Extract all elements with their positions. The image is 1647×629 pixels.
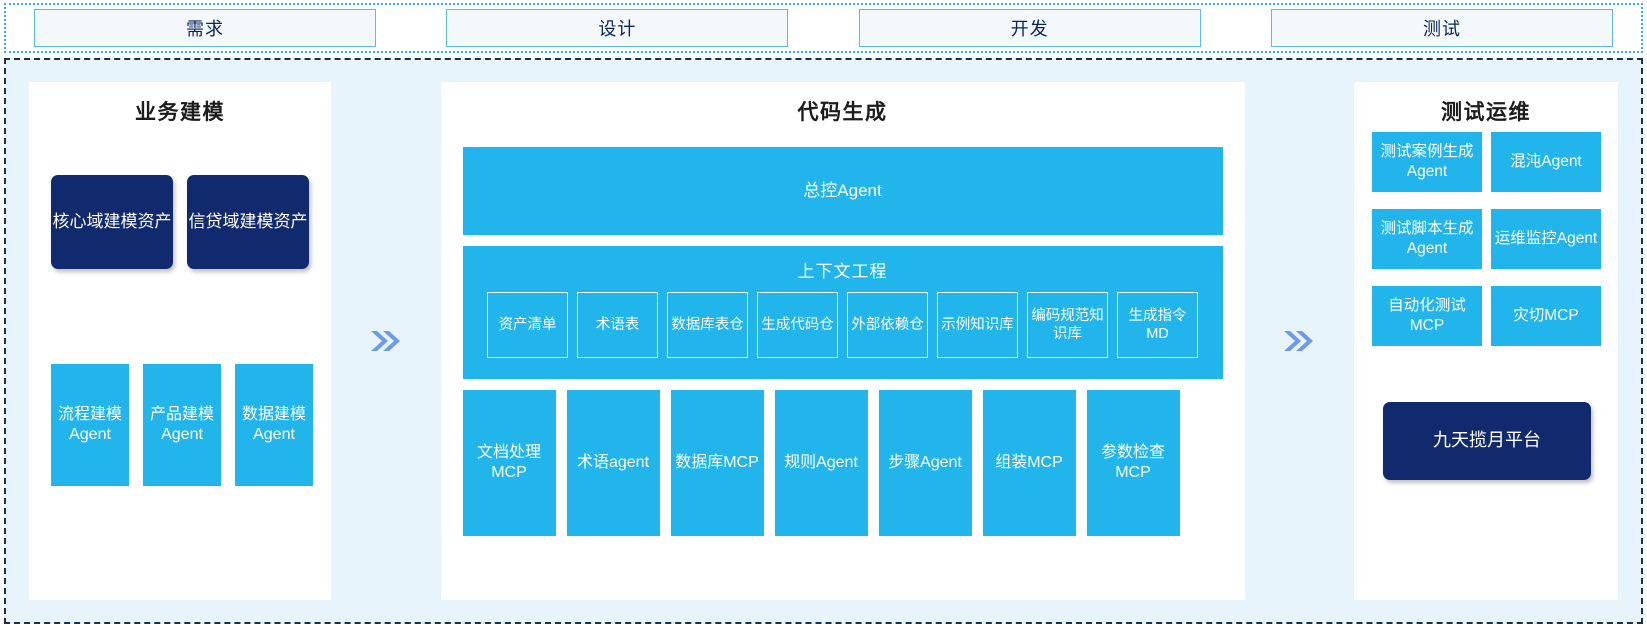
tile-label: 规则Agent [784,453,858,471]
phase-strip: 需求 设计 开发 测试 [4,3,1643,53]
tile-label: 混沌Agent [1510,153,1582,171]
tile-label: 数据建模Agent [241,405,306,443]
business-modeling-agent-row: 流程建模Agent 产品建模Agent 数据建模Agent [51,364,313,486]
tile-label: 自动化测试MCP [1388,297,1466,334]
ctx-external-dependency-repo[interactable]: 外部依赖仓 [847,292,928,358]
agent-process-modeling[interactable]: 流程建模Agent [51,364,129,486]
testops-chaos-agent[interactable]: 混沌Agent [1491,132,1601,192]
tile-label: 文档处理MCP [476,443,541,481]
ctx-glossary[interactable]: 术语表 [577,292,658,358]
testops-automated-test-mcp[interactable]: 自动化测试MCP [1372,286,1482,346]
panel-title-business-modeling: 业务建模 [135,101,225,124]
architecture-canvas: 业务建模 核心域建模资产 信贷域建模资产 流程建模Agent 产品建模Agent… [4,58,1643,624]
tile-label: 灾切MCP [1513,307,1579,325]
tile-label: 产品建模Agent [149,405,214,443]
tile-label: 信贷域建模资产 [188,211,308,231]
agent-product-modeling[interactable]: 产品建模Agent [143,364,221,486]
tool-document-processing-mcp[interactable]: 文档处理MCP [462,390,556,536]
business-asset-row: 核心域建模资产 信贷域建模资产 [51,175,309,269]
tile-label: 步骤Agent [888,453,962,471]
panel-title-code-generation: 代码生成 [797,101,888,124]
phase-label: 设计 [598,19,637,39]
tile-label: 编码规范知识库 [1031,307,1104,342]
tool-step-agent[interactable]: 步骤Agent [878,390,972,536]
phase-box-requirements[interactable]: 需求 [34,9,376,47]
tile-label: 数据库MCP [675,453,759,471]
testops-disaster-switch-mcp[interactable]: 灾切MCP [1491,286,1601,346]
context-engineering-items: 资产清单 术语表 数据库表仓 生成代码仓 外部依赖仓 示例知识库 [487,292,1198,358]
double-chevron-right-icon [370,331,400,351]
test-ops-grid: 测试案例生成Agent 混沌Agent 测试脚本生成Agent 运维监控Agen… [1372,132,1601,346]
tool-database-mcp[interactable]: 数据库MCP [670,390,764,536]
panel-test-operations: 测试运维 测试案例生成Agent 混沌Agent 测试脚本生成Agent 运维监… [1354,82,1618,600]
double-chevron-right-icon [1284,331,1314,351]
tile-label: 测试案例生成Agent [1380,143,1474,180]
code-generation-tool-row: 文档处理MCP 术语agent 数据库MCP 规则Agent 步骤Agent 组… [462,390,1180,536]
tile-label: 术语表 [595,316,640,333]
phase-label: 测试 [1422,19,1461,39]
panel-title-test-operations: 测试运维 [1441,101,1531,124]
phase-box-testing[interactable]: 测试 [1270,9,1613,47]
asset-credit-domain[interactable]: 信贷域建模资产 [187,175,309,269]
phase-box-design[interactable]: 设计 [446,9,789,47]
flow-arrow-right [1245,60,1355,622]
ctx-example-knowledge-base[interactable]: 示例知识库 [937,292,1018,358]
testops-test-script-generation-agent[interactable]: 测试脚本生成Agent [1372,209,1482,269]
context-engineering-block: 上下文工程 资产清单 术语表 数据库表仓 生成代码仓 外部依赖仓 示 [462,246,1223,379]
tool-assembly-mcp[interactable]: 组装MCP [982,390,1076,536]
tile-label: 生成代码仓 [761,316,834,333]
phase-label: 开发 [1010,19,1049,39]
tile-label: 生成指令MD [1128,307,1187,342]
tile-label: 流程建模Agent [57,405,122,443]
tile-label: 总控Agent [803,181,882,201]
tool-rule-agent[interactable]: 规则Agent [774,390,868,536]
tool-parameter-check-mcp[interactable]: 参数检查MCP [1086,390,1180,536]
phase-label: 需求 [186,19,224,39]
ctx-generated-code-repo[interactable]: 生成代码仓 [757,292,838,358]
asset-core-domain[interactable]: 核心域建模资产 [51,175,173,269]
tile-label: 测试脚本生成Agent [1380,220,1474,257]
tile-label: 核心域建模资产 [52,211,172,231]
ctx-asset-inventory[interactable]: 资产清单 [487,292,568,358]
tool-glossary-agent[interactable]: 术语agent [566,390,660,536]
phase-box-development[interactable]: 开发 [858,9,1201,47]
ctx-coding-standard-knowledge-base[interactable]: 编码规范知识库 [1027,292,1108,358]
tile-label: 参数检查MCP [1100,443,1165,481]
master-control-agent[interactable]: 总控Agent [462,147,1223,235]
ctx-db-table-repo[interactable]: 数据库表仓 [667,292,748,358]
panel-business-modeling: 业务建模 核心域建模资产 信贷域建模资产 流程建模Agent 产品建模Agent… [29,82,331,600]
panel-code-generation: 代码生成 总控Agent 上下文工程 资产清单 术语表 数据库表仓 生成代码仓 [440,82,1245,600]
tile-label: 组装MCP [995,453,1063,471]
tile-label: 外部依赖仓 [851,316,924,333]
tile-label: 示例知识库 [941,316,1014,333]
tile-label: 运维监控Agent [1494,230,1598,248]
testops-ops-monitoring-agent[interactable]: 运维监控Agent [1491,209,1601,269]
ctx-generation-instruction-md[interactable]: 生成指令MD [1117,292,1198,358]
tile-label: 九天揽月平台 [1433,430,1541,451]
agent-data-modeling[interactable]: 数据建模Agent [235,364,313,486]
testops-test-case-generation-agent[interactable]: 测试案例生成Agent [1372,132,1482,192]
flow-arrow-left [331,60,441,622]
platform-box-jiutian-lanyue[interactable]: 九天揽月平台 [1383,402,1591,480]
tile-label: 数据库表仓 [671,316,744,333]
tile-label: 资产清单 [498,316,557,333]
tile-label: 术语agent [576,453,650,471]
context-engineering-title: 上下文工程 [797,262,888,281]
